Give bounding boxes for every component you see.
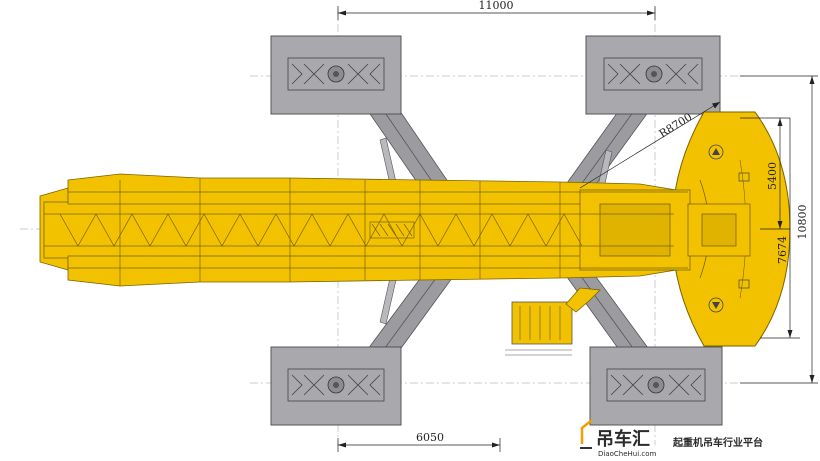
watermark-slogan: 起重机吊车行业平台 <box>672 436 763 449</box>
dimension-radius: R8700 <box>657 110 695 140</box>
crane-body <box>39 173 751 345</box>
cab-detail <box>505 306 572 356</box>
dimension-right-lower: 7674 <box>776 236 789 264</box>
dimension-right-total: 10800 <box>796 205 809 240</box>
operator-cab <box>511 301 573 345</box>
outrigger-pad-top-left <box>270 35 402 115</box>
dimension-lines <box>337 6 818 452</box>
watermark-site: DiaoCheHui.com <box>598 450 657 458</box>
dimension-right-upper: 5400 <box>766 162 779 190</box>
boom-lattice <box>44 178 688 286</box>
dimension-top-width: 11000 <box>479 0 514 12</box>
crane-logo-icon <box>580 419 593 449</box>
watermark: 吊车汇 DiaoCheHui.com 起重机吊车行业平台 <box>580 419 763 458</box>
outrigger-pad-bottom-right <box>589 346 723 426</box>
outrigger-pad-top-right <box>585 35 721 115</box>
outrigger-pad-bottom-left <box>270 346 402 426</box>
outrigger-pads <box>270 35 723 426</box>
boom-main <box>43 201 675 259</box>
watermark-brand: 吊车汇 <box>596 428 650 450</box>
dimension-bottom-width: 6050 <box>416 431 444 444</box>
